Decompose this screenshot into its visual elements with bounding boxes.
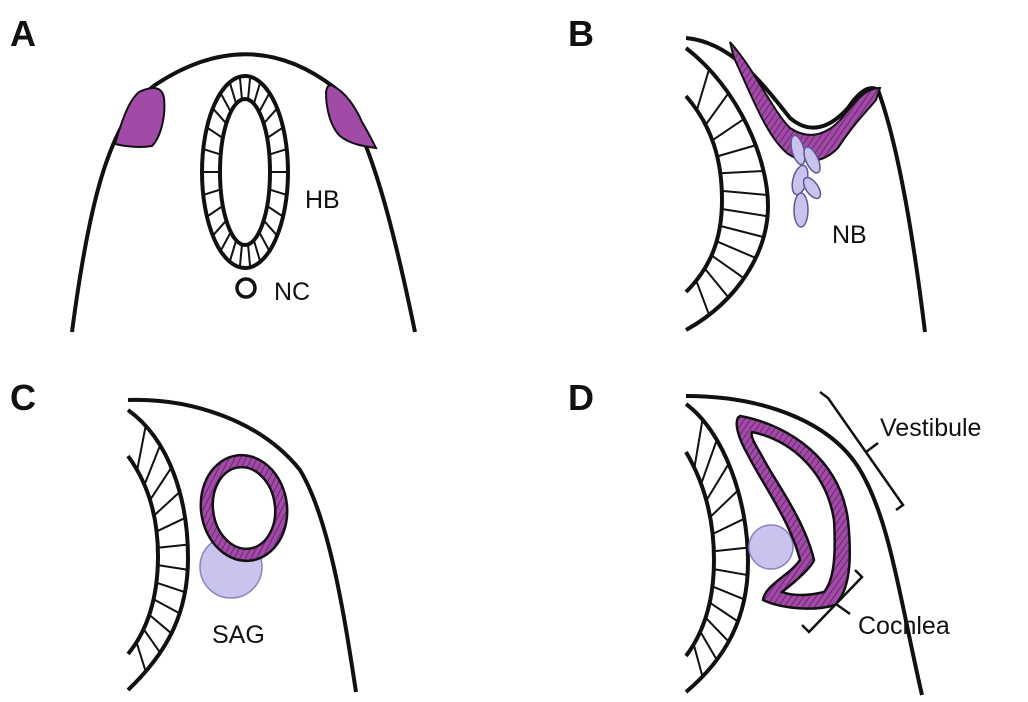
hindbrain-lumen (220, 99, 270, 245)
panel-b-letter: B (568, 13, 594, 54)
panel-c: C SAG (10, 377, 356, 692)
notochord (237, 279, 255, 297)
panel-a-left-placode (115, 88, 164, 147)
spiral-ganglion (749, 525, 793, 569)
cell-division-line (713, 519, 745, 534)
cell-division-line (154, 492, 180, 515)
cell-division-line (720, 226, 763, 237)
cell-division-line (712, 586, 744, 599)
cell-division-line (157, 518, 185, 532)
cochlea-label: Cochlea (858, 612, 950, 640)
panel-a-letter: A (10, 13, 36, 54)
cell-division-line (714, 569, 748, 575)
cell-division-line (714, 548, 748, 552)
vestibule-label: Vestibule (880, 414, 981, 442)
hb-label: HB (305, 186, 340, 214)
otic-placode-thickened (730, 42, 880, 161)
panel-a: A HB NC (10, 13, 415, 332)
cell-division-line (720, 171, 763, 173)
panel-d: D Vestibule Cochlea (568, 377, 981, 695)
panel-a-right-placode (326, 85, 376, 148)
cell-division-line (145, 445, 161, 484)
nb-label: NB (832, 221, 867, 249)
cell-division-line (156, 583, 185, 593)
cell-division-line (137, 426, 146, 470)
panel-c-letter: C (10, 377, 36, 418)
panel-c-neural-tube-cells (137, 426, 188, 672)
panel-b-neural-tube-inner (686, 96, 722, 292)
cell-division-line (705, 268, 729, 297)
cell-division-line (712, 119, 744, 140)
cell-division-line (722, 191, 768, 195)
cell-division-line (694, 420, 702, 468)
cell-division-line (706, 618, 729, 642)
sag-label: SAG (212, 621, 265, 649)
neuroblast-cell (794, 193, 808, 227)
cell-division-line (717, 241, 756, 258)
vestibule-bracket-tick (866, 443, 878, 452)
cell-division-line (706, 464, 728, 501)
cell-division-line (706, 93, 729, 125)
nc-label: NC (274, 278, 310, 306)
cell-division-line (710, 490, 738, 517)
cell-division-line (137, 642, 146, 671)
cell-division-line (158, 565, 188, 570)
cell-division-line (700, 632, 717, 660)
panel-c-neural-tube-inner (128, 456, 158, 654)
cell-division-line (712, 255, 744, 278)
cell-division-line (694, 644, 703, 676)
cell-division-line (701, 440, 717, 484)
cell-division-line (150, 468, 171, 500)
cell-division-line (149, 615, 171, 634)
cochlea-bracket-tick (836, 604, 850, 614)
cell-division-line (722, 209, 768, 216)
cell-division-line (158, 545, 188, 548)
cell-division-line (697, 69, 709, 110)
panel-b: B NB (568, 13, 925, 332)
cell-division-line (144, 629, 161, 653)
cell-division-line (696, 281, 709, 315)
panel-d-neural-tube-inner (686, 452, 714, 656)
cell-division-line (154, 599, 180, 613)
cell-division-line (710, 603, 738, 622)
panel-d-letter: D (568, 377, 594, 418)
cell-division-line (717, 145, 755, 156)
panel-d-neural-tube-cells (694, 420, 748, 677)
